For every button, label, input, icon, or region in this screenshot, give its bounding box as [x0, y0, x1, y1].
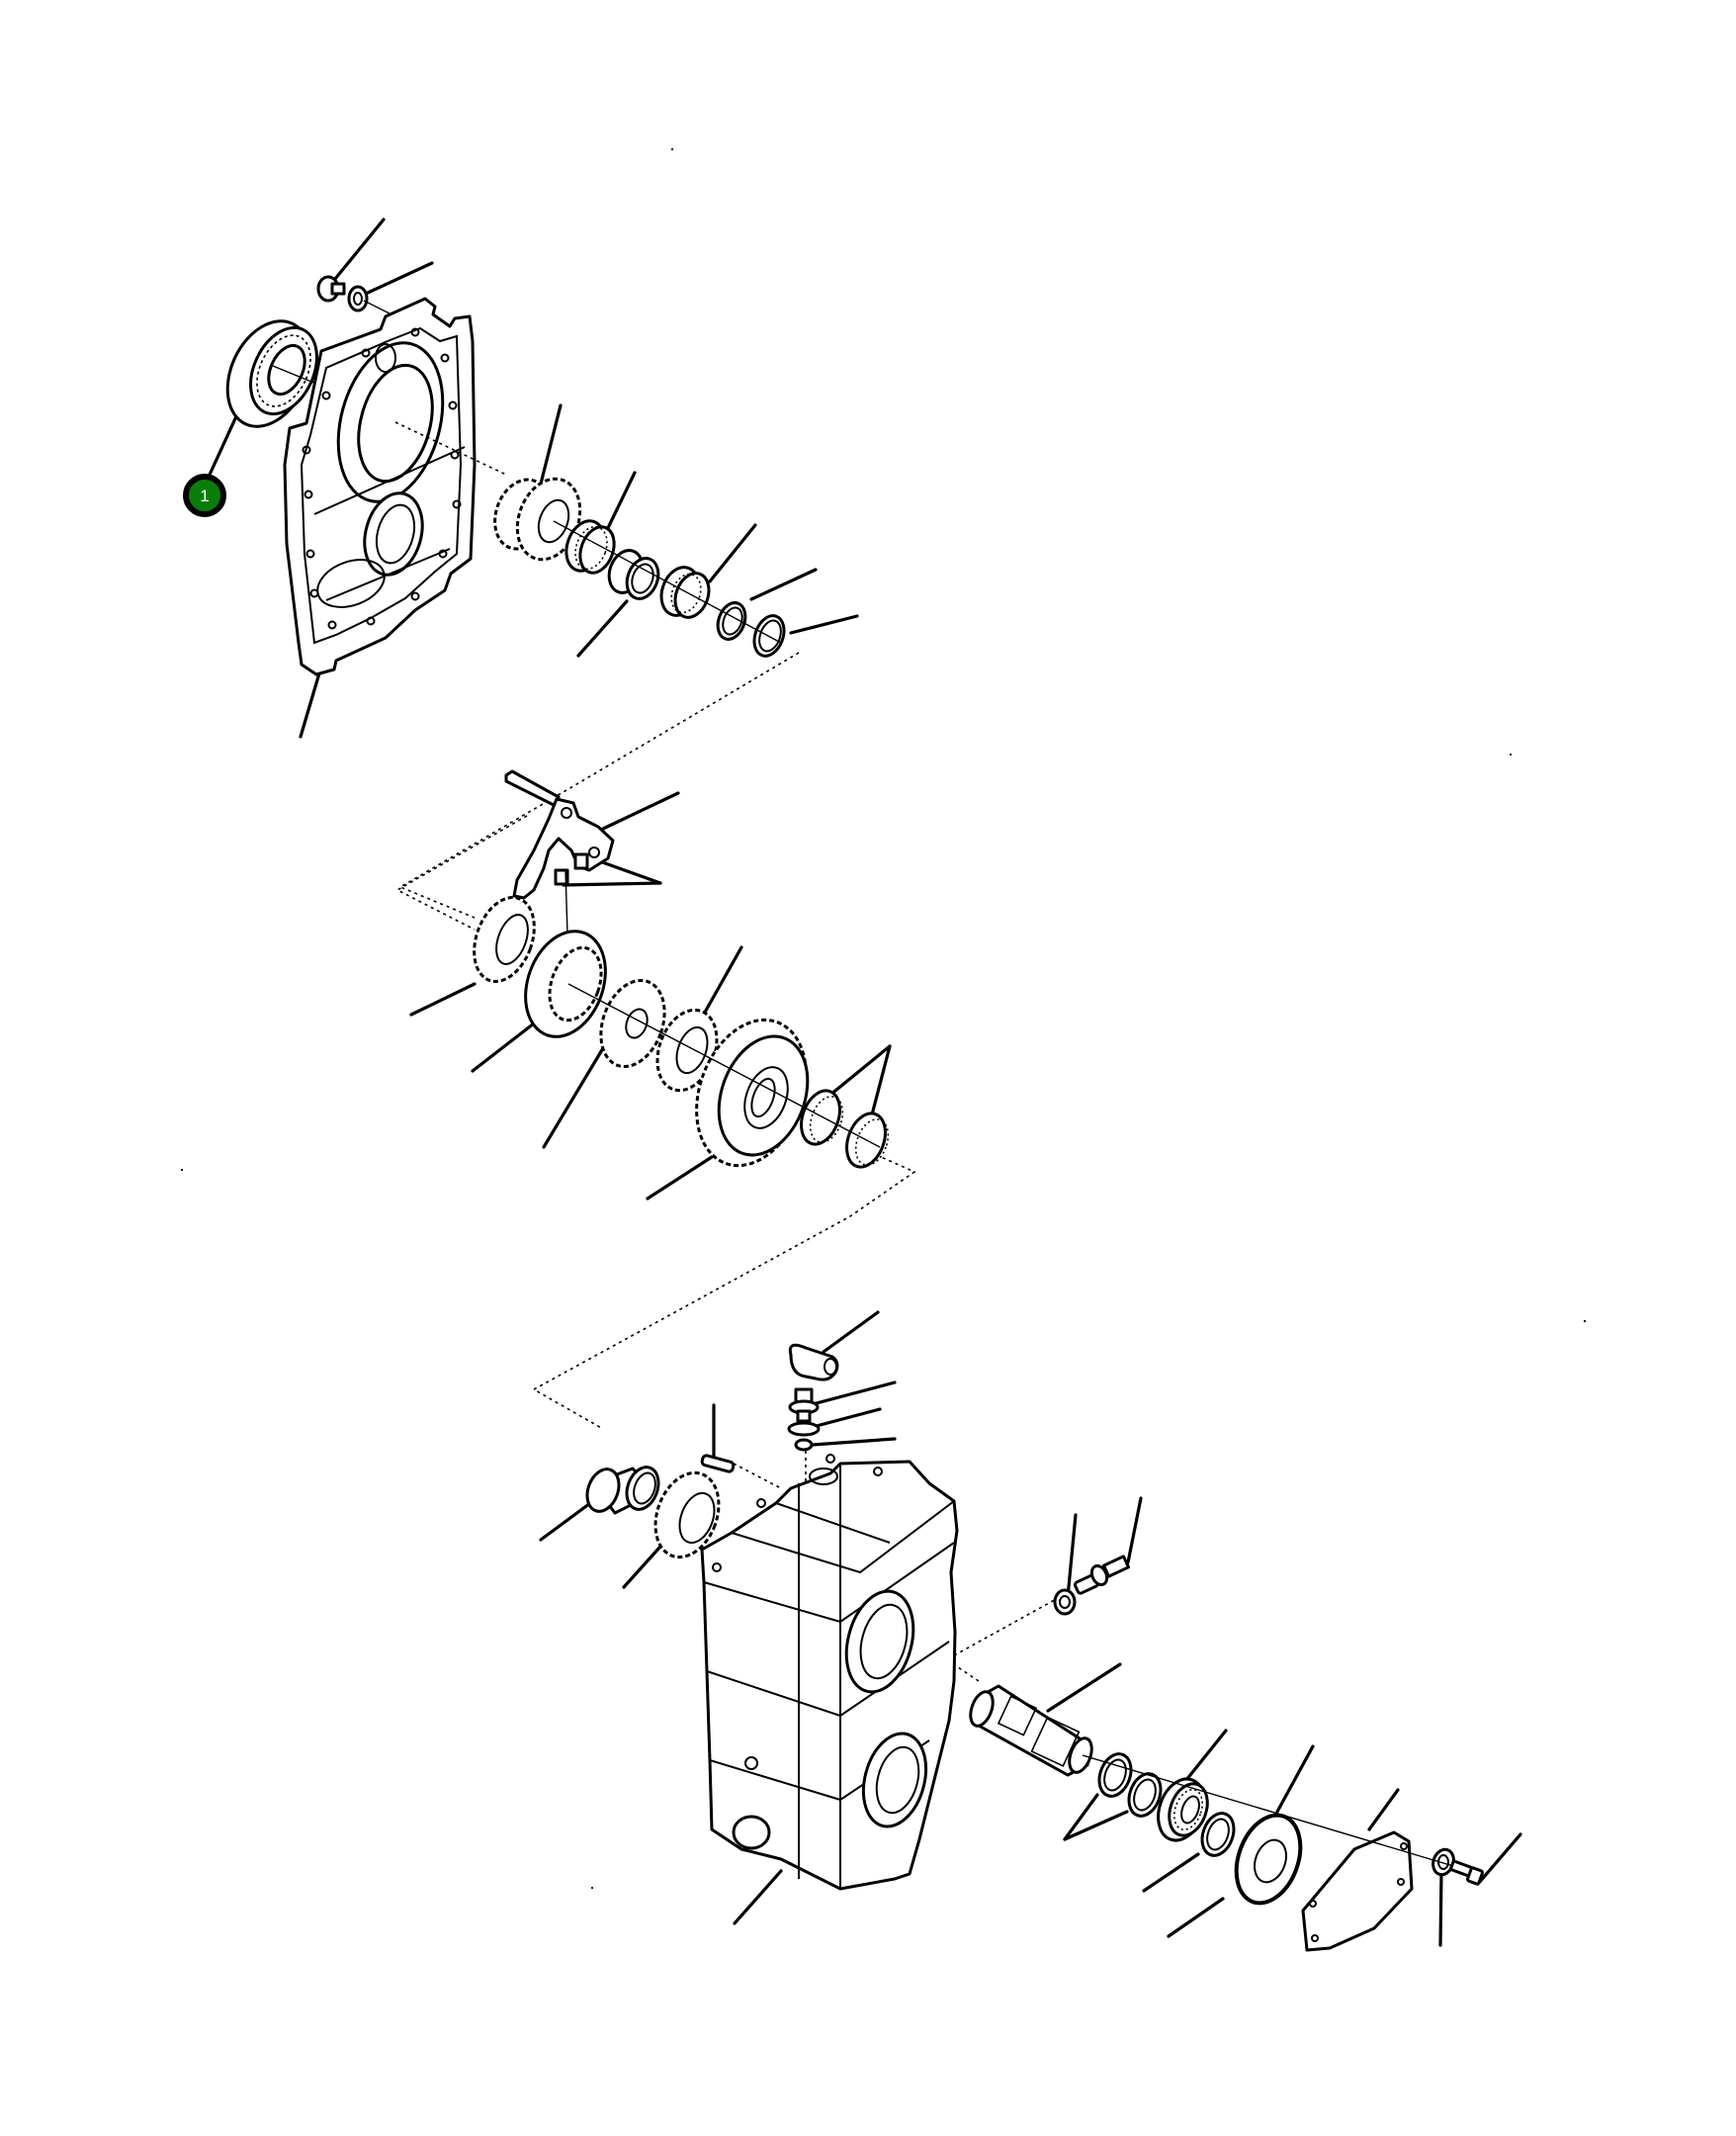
cover-plate — [1301, 1830, 1414, 1952]
leader-needle-bearing-3 — [828, 1044, 892, 1097]
leader-snap-ring — [749, 568, 818, 601]
callout-label: 1 — [200, 487, 209, 505]
leader-o-ring — [811, 1437, 897, 1447]
leader-spacer — [576, 599, 629, 658]
leader-seal-inner — [1167, 1897, 1225, 1938]
leader-needle-bearing-4 — [868, 1044, 892, 1124]
housing-group — [539, 1310, 1522, 1952]
spacer — [607, 549, 660, 600]
leader-elbow — [822, 1310, 880, 1354]
synchro-sleeve — [524, 930, 607, 1038]
leader-ball-bearing-b — [1184, 1729, 1228, 1782]
stray-marks — [181, 148, 1586, 1889]
leader-seal-washer — [811, 1407, 882, 1429]
front-cover-group — [208, 218, 859, 919]
leader-breather — [1126, 1496, 1143, 1564]
callout-1[interactable]: 1 — [183, 474, 226, 517]
bolt — [1448, 1859, 1484, 1886]
leader-large-gear — [646, 1155, 714, 1201]
shift-group — [395, 769, 916, 1430]
o-ring — [794, 1438, 814, 1452]
gear — [473, 896, 536, 983]
leader-bolt — [333, 218, 386, 281]
gear-hub — [599, 978, 666, 1069]
bolt — [316, 275, 346, 303]
callout-circle[interactable] — [183, 474, 226, 517]
leader-shim-b — [1063, 1810, 1129, 1841]
leader-bolt-b — [1476, 1832, 1522, 1886]
shift-fork — [504, 769, 615, 935]
needle-bearing — [800, 1089, 844, 1146]
bushing — [585, 1466, 660, 1515]
leader-needle-bearing-1 — [604, 471, 637, 534]
leader-seal — [1142, 1852, 1200, 1893]
leader-fork-pad-b — [562, 881, 662, 887]
gearbox-housing — [700, 1454, 959, 1891]
leader-washer — [366, 261, 434, 295]
shim — [1097, 1752, 1133, 1798]
leader-needle-bearing-2 — [708, 523, 757, 583]
assembly-line — [398, 652, 800, 919]
seal-washer — [787, 1421, 821, 1437]
adapter — [788, 1387, 820, 1423]
leader-cover-plate-b — [1367, 1788, 1400, 1831]
leader-gear-cluster — [538, 403, 563, 490]
leader-housing — [733, 1869, 783, 1925]
seal — [1200, 1812, 1236, 1857]
leader-washer-b — [1066, 1513, 1078, 1599]
bolt-holes — [302, 327, 462, 630]
leader-thrust-washer — [789, 614, 859, 635]
breather-fitting — [1073, 1555, 1131, 1595]
cover-plate — [283, 297, 507, 676]
ball-bearing — [225, 319, 318, 428]
leader-gasket — [1275, 1744, 1315, 1814]
gasket — [1234, 1813, 1303, 1906]
leader-shim-a — [1063, 1793, 1099, 1841]
shim — [1127, 1772, 1163, 1818]
leader-gear-a — [409, 982, 477, 1017]
dowel-pin — [700, 1454, 736, 1473]
leader-output-shaft — [1046, 1662, 1122, 1713]
leader-synchro-sleeve — [471, 1022, 536, 1073]
ball-bearing — [1157, 1777, 1209, 1842]
large-gear — [695, 1018, 810, 1168]
elbow-fitting — [788, 1343, 839, 1381]
gear-cluster — [493, 477, 582, 562]
output-shaft — [969, 1684, 1093, 1777]
washer — [347, 285, 369, 312]
leader-lock-washer — [1438, 1870, 1443, 1947]
leader-shift-fork — [601, 791, 680, 831]
washer — [1053, 1588, 1077, 1616]
leader-gear-hub — [542, 1046, 605, 1149]
gear — [653, 1470, 721, 1559]
snap-ring — [716, 601, 747, 641]
leader-adapter — [811, 1380, 897, 1406]
